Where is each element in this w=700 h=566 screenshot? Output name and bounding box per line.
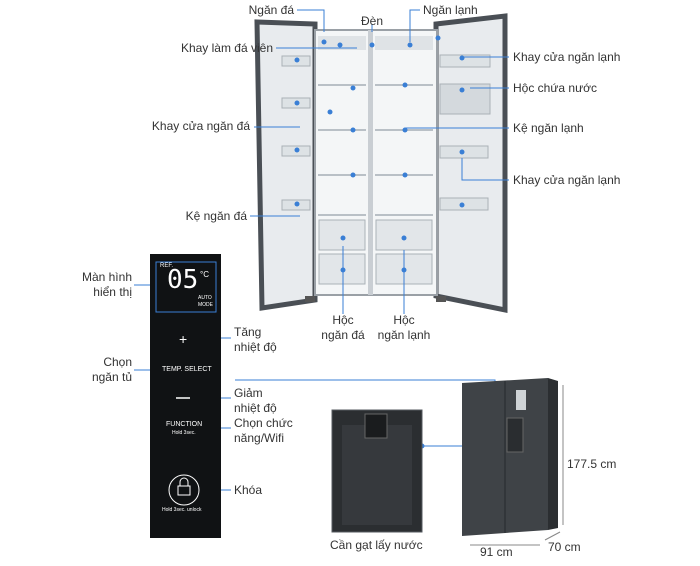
panel-unit: °C (200, 270, 209, 279)
label-chon-1: Chọn (103, 355, 132, 369)
dimension-lines (470, 385, 564, 546)
label-chon-2: ngăn tủ (91, 370, 132, 384)
label-ke-ngan-lanh: Kệ ngăn lạnh (513, 121, 584, 135)
label-ngan-da-top: Ngăn đá (248, 3, 294, 17)
label-giam-2: nhiệt độ (234, 401, 277, 415)
function-button[interactable]: FUNCTION (166, 421, 203, 428)
label-man-hinh-1: Màn hình (81, 270, 132, 284)
label-giam-1: Giảm (234, 386, 263, 400)
function-hold: Hold 3sec. (172, 430, 196, 436)
closed-fridge (462, 378, 558, 536)
label-ke-ngan-da: Kệ ngăn đá (185, 209, 247, 223)
control-panel: 05 (150, 254, 221, 538)
dispenser-closeup (331, 409, 423, 533)
label-den: Đèn (360, 14, 383, 28)
label-man-hinh-2: hiển thị (93, 285, 132, 299)
panel-auto: AUTO (198, 295, 212, 301)
label-ngan-lanh-top: Ngăn lạnh (423, 3, 478, 17)
label-depth: 70 cm (548, 540, 581, 554)
label-width: 91 cm (480, 545, 513, 559)
label-khay-cua-ngan-da: Khay cửa ngăn đá (151, 119, 250, 133)
label-can-gat: Cần gạt lấy nước (330, 538, 423, 552)
label-hoc-ngan-da-1: Hộc (332, 313, 354, 327)
label-hoc-chua-nuoc: Hộc chứa nước (513, 81, 597, 95)
panel-mode: MODE (198, 302, 213, 308)
label-khoa: Khóa (234, 483, 263, 497)
label-tang-2: nhiệt độ (234, 340, 277, 354)
label-hoc-ngan-lanh-2: ngăn lạnh (377, 328, 431, 342)
cabinet (314, 29, 438, 296)
label-chon-chuc-1: Chọn chức (234, 416, 293, 430)
temp-minus-button[interactable] (174, 392, 194, 404)
label-tang-1: Tăng (234, 325, 262, 339)
label-khay-lam-da: Khay làm đá viên (180, 41, 273, 55)
lock-hold-text: Hold 3sec. unlock (162, 507, 202, 513)
lock-button[interactable] (169, 475, 199, 505)
panel-digits: 05 (167, 265, 198, 295)
temp-select-button[interactable]: TEMP. SELECT (162, 366, 212, 373)
label-hoc-ngan-da-2: ngăn đá (321, 328, 365, 342)
open-fridge (254, 13, 508, 314)
temp-plus-button[interactable]: + (179, 331, 188, 347)
label-height: 177.5 cm (567, 457, 617, 471)
label-chon-chuc-2: năng/Wifi (234, 431, 285, 445)
label-hoc-ngan-lanh-1: Hộc (393, 313, 415, 327)
label-khay-cua-ngan-lanh-2: Khay cửa ngăn lạnh (513, 173, 621, 187)
label-khay-cua-ngan-lanh-1: Khay cửa ngăn lạnh (513, 50, 621, 64)
panel-ref: REF. (160, 263, 174, 269)
